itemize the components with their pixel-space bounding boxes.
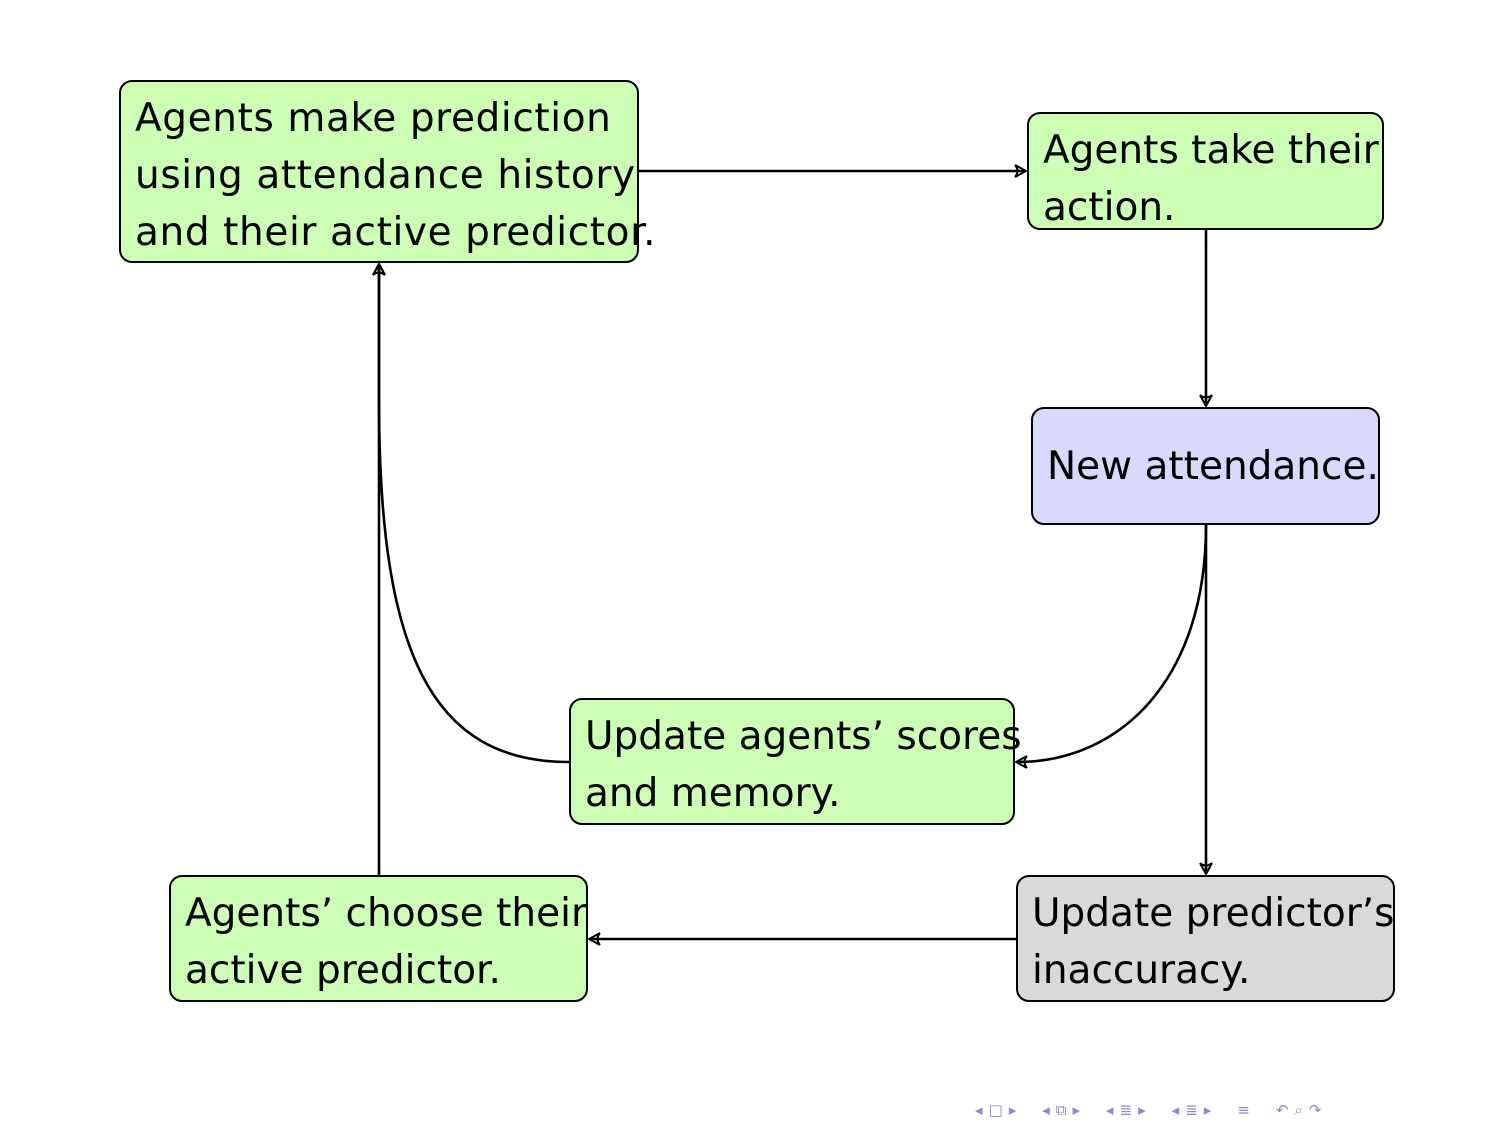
redo-icon[interactable]: ↷	[1308, 1101, 1322, 1119]
node-text-line: and memory.	[585, 771, 841, 816]
edge-attendance-to-scores	[1017, 524, 1208, 762]
node-text-line: New attendance.	[1047, 443, 1379, 489]
node-text-line: inaccuracy.	[1032, 948, 1251, 993]
node-text-line: using attendance history	[135, 153, 636, 198]
node-make-prediction: Agents make prediction using attendance …	[119, 80, 657, 263]
section-icon[interactable]: ≣	[1185, 1101, 1198, 1119]
node-text-line: and their active predictor.	[135, 210, 657, 255]
node-text-line: Agents take their	[1043, 128, 1379, 173]
arrow-left-icon[interactable]: ◂	[1042, 1101, 1050, 1119]
node-new-attendance: New attendance.	[1031, 407, 1380, 525]
arrow-left-icon[interactable]: ◂	[1171, 1101, 1180, 1119]
node-text-line: Agents’ choose their	[185, 891, 588, 936]
node-text-line: Update predictor’s	[1032, 891, 1395, 936]
arrow-left-icon[interactable]: ◂	[1106, 1101, 1114, 1119]
section-icon[interactable]: ≣	[1119, 1101, 1133, 1119]
node-text-line: active predictor.	[185, 948, 501, 993]
node-text-line: action.	[1043, 185, 1176, 230]
node-text-line: Update agents’ scores	[585, 714, 1022, 759]
align-icon[interactable]: ≡	[1237, 1101, 1250, 1119]
arrow-right-icon[interactable]: ▸	[1072, 1101, 1081, 1119]
beamer-navigation-bar: ◂ □ ▸ ◂ ⧉ ▸ ◂ ≣ ▸ ◂ ≣ ▸ ≡ ↶ ⌕ ↷	[975, 1098, 1321, 1122]
arrow-left-icon[interactable]: ◂	[975, 1101, 983, 1119]
frame-icon[interactable]: □	[988, 1101, 1003, 1119]
subsection-icon[interactable]: ⧉	[1055, 1101, 1067, 1119]
arrow-right-icon[interactable]: ▸	[1008, 1101, 1017, 1119]
node-take-action: Agents take their action.	[1027, 112, 1384, 230]
arrow-right-icon[interactable]: ▸	[1203, 1101, 1212, 1119]
node-update-scores: Update agents’ scores and memory.	[569, 698, 1022, 825]
search-icon[interactable]: ⌕	[1294, 1101, 1303, 1119]
undo-icon[interactable]: ↶	[1275, 1101, 1289, 1119]
edge-scores-to-predict	[379, 265, 570, 764]
node-choose-predictor: Agents’ choose their active predictor.	[169, 875, 588, 1002]
node-update-inaccuracy: Update predictor’s inaccuracy.	[1016, 875, 1395, 1002]
node-text-line: Agents make prediction	[135, 96, 612, 141]
arrow-right-icon[interactable]: ▸	[1138, 1101, 1146, 1119]
